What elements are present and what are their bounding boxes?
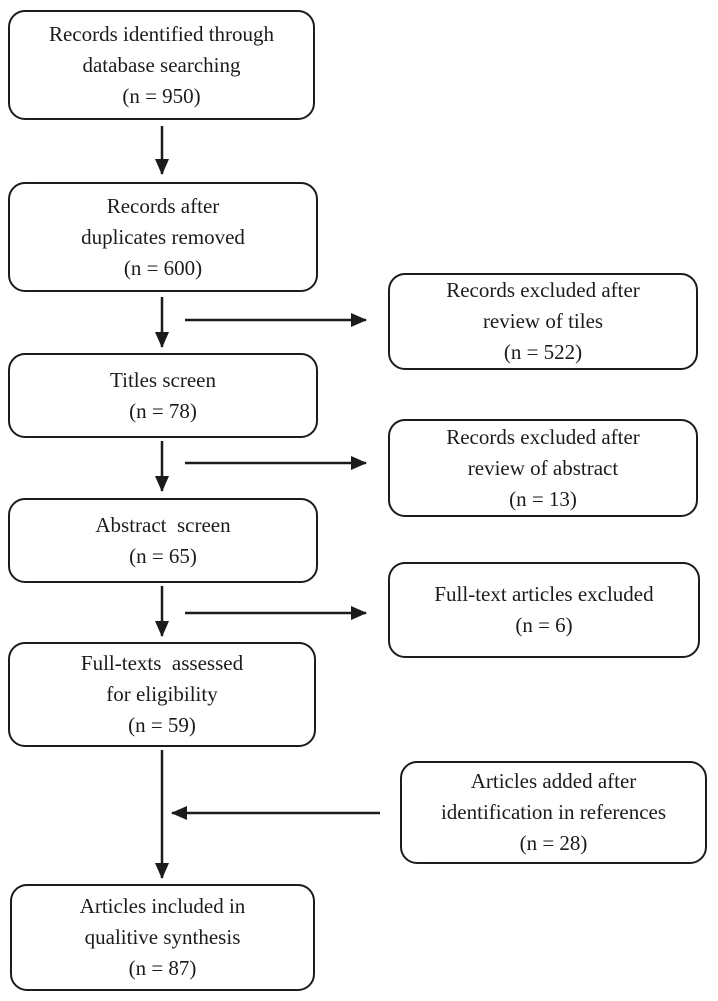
box-text-line: Articles included in <box>79 894 246 918</box>
box-count-line: (n = 522) <box>503 340 583 364</box>
box-fulltext-articles-excluded: Full-text articles excluded (n = 6) <box>388 562 700 658</box>
box-records-identified: Records identified through database sear… <box>8 10 315 120</box>
box-count-line: (n = 87) <box>128 956 197 980</box>
box-records-excluded-abstract: Records excluded after review of abstrac… <box>388 419 698 517</box>
box-text-line: duplicates removed <box>81 224 245 249</box>
box-articles-added-references: Articles added after identification in r… <box>400 761 707 864</box>
box-text-line: Abstract screen <box>95 512 231 537</box>
box-count-line: (n = 950) <box>122 83 201 108</box>
box-text-line: Records after <box>106 193 220 218</box>
box-records-excluded-titles: Records excluded after review of tiles (… <box>388 273 698 370</box>
box-count-line: (n = 65) <box>129 543 197 568</box>
box-titles-screen: Titles screen (n = 78) <box>8 353 318 438</box>
box-text-line: review of tiles <box>482 309 604 333</box>
box-count-line: (n = 13) <box>509 486 577 511</box>
box-text-line: review of abstract <box>467 455 619 480</box>
box-count-line: (n = 6) <box>515 613 573 637</box>
box-text-line: Records excluded after <box>446 424 640 449</box>
box-records-after-duplicates: Records after duplicates removed (n = 60… <box>8 182 318 292</box>
box-abstract-screen: Abstract screen (n = 65) <box>8 498 318 583</box>
box-text-line: for eligibility <box>106 682 218 706</box>
box-count-line: (n = 28) <box>519 831 588 855</box>
box-text-line: Records excluded after <box>446 278 640 302</box>
box-articles-included: Articles included in qualitive synthesis… <box>10 884 315 991</box>
box-text-line: Articles added after <box>470 769 637 793</box>
box-text-line: database searching <box>82 52 241 77</box>
box-count-line: (n = 600) <box>123 255 203 280</box>
box-fulltexts-assessed: Full-texts assessed for eligibility (n =… <box>8 642 316 747</box>
box-text-line: Records identified through <box>48 21 275 46</box>
box-count-line: (n = 78) <box>129 398 197 423</box>
box-text-line: qualitive synthesis <box>84 925 241 949</box>
box-text-line: Full-texts assessed <box>80 651 244 675</box>
box-text-line: identification in references <box>440 800 667 824</box>
box-text-line: Full-text articles excluded <box>434 582 654 606</box>
box-text-line: Titles screen <box>110 367 216 392</box>
box-count-line: (n = 59) <box>128 713 196 737</box>
